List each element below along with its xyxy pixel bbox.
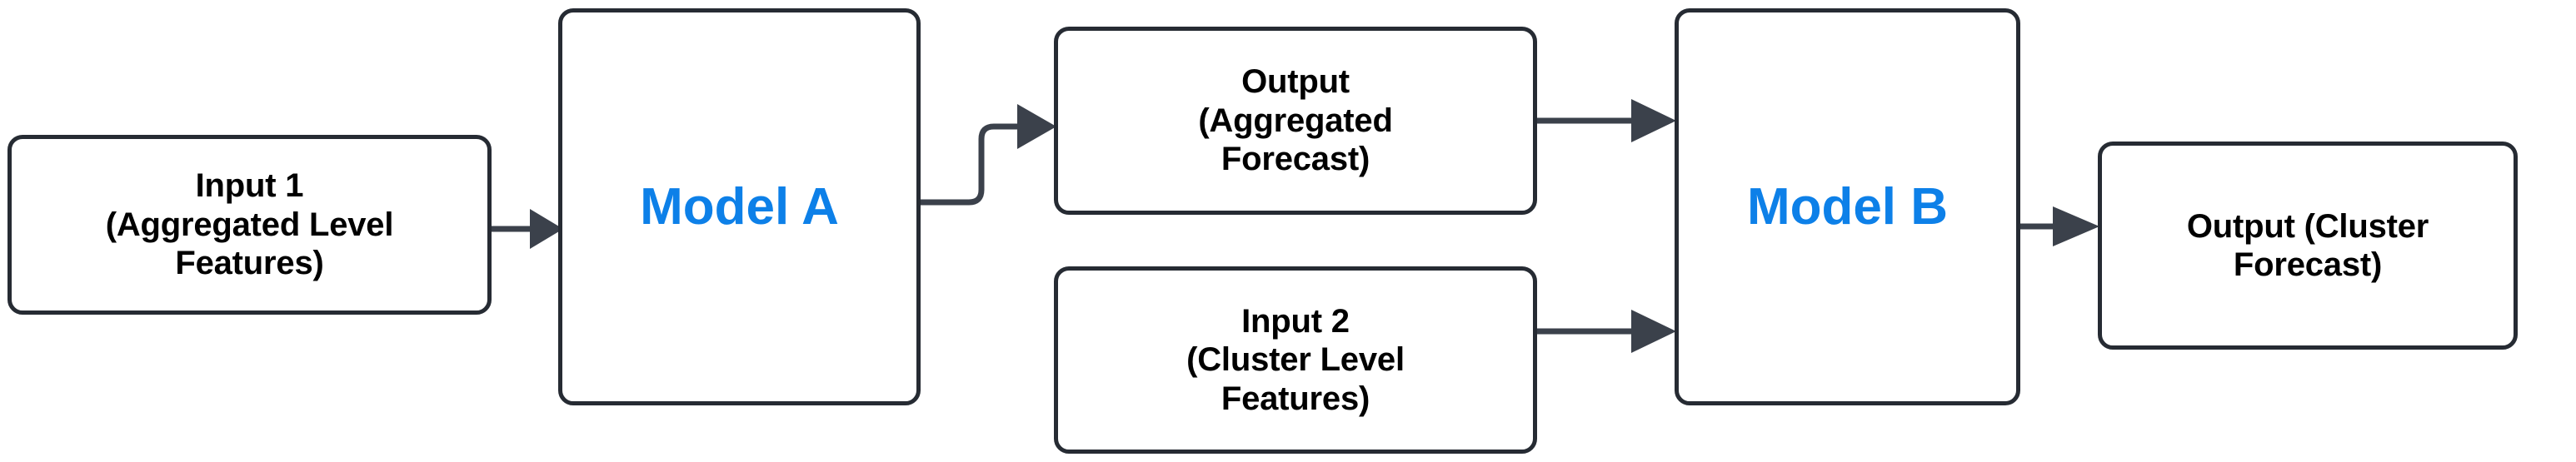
node-input-2[interactable]: Input 2 (Cluster Level Features) bbox=[1054, 266, 1537, 454]
node-model-b-label: Model B bbox=[1746, 177, 1949, 236]
edge-modelb-outclu bbox=[2020, 206, 2099, 246]
node-input-2-label: Input 2 (Cluster Level Features) bbox=[1186, 302, 1405, 417]
node-model-a-label: Model A bbox=[640, 177, 839, 236]
node-output-aggregated-label: Output (Aggregated Forecast) bbox=[1198, 63, 1393, 178]
node-output-aggregated[interactable]: Output (Aggregated Forecast) bbox=[1054, 27, 1537, 215]
node-output-cluster[interactable]: Output (Cluster Forecast) bbox=[2098, 142, 2518, 350]
edge-outagg-modelb bbox=[1537, 99, 1676, 142]
node-input-1[interactable]: Input 1 (Aggregated Level Features) bbox=[7, 135, 492, 315]
node-model-a[interactable]: Model A bbox=[558, 8, 921, 405]
node-model-b[interactable]: Model B bbox=[1675, 8, 2020, 405]
node-input-1-label: Input 1 (Aggregated Level Features) bbox=[105, 167, 394, 282]
node-output-cluster-label: Output (Cluster Forecast) bbox=[2186, 207, 2429, 283]
edge-input2-modelb bbox=[1537, 310, 1676, 353]
edge-modela-outagg bbox=[921, 104, 1056, 206]
edge-input1-modela bbox=[492, 209, 563, 249]
